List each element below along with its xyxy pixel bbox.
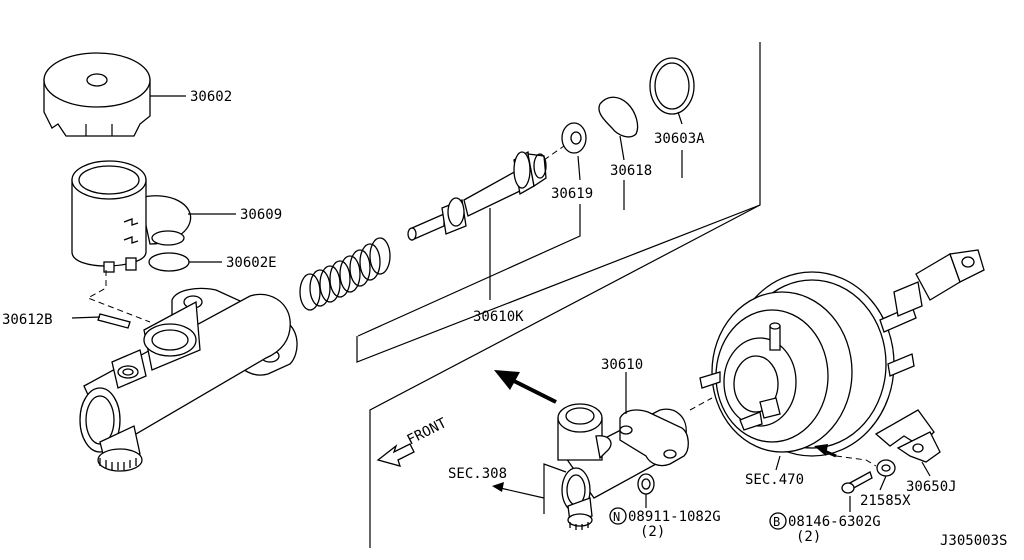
label-30618: 30618: [610, 163, 652, 179]
assembly-line-2: [543, 145, 565, 161]
assembly-line-4: [835, 455, 877, 467]
nut-part-number: 08911-1082G: [628, 509, 721, 525]
reservoir-cap: [43, 52, 151, 137]
front-arrow-icon: [376, 443, 415, 467]
label-sec308: SEC.308: [448, 466, 507, 482]
bolt-callout: B 08146-6302G (2): [769, 512, 881, 545]
leader-30619: [577, 155, 581, 181]
label-30650J: 30650J: [906, 479, 957, 495]
bolt: [841, 471, 873, 494]
label-30602: 30602: [190, 89, 232, 105]
label-30610K: 30610K: [473, 309, 524, 325]
label-21585X: 21585X: [860, 493, 911, 509]
leader-30603A: [677, 111, 683, 125]
panel-frame: [356, 42, 761, 548]
leader-30650J: [921, 461, 931, 477]
leader-30612B: [71, 316, 101, 319]
nut-code: N: [613, 510, 620, 524]
assembly-line-3: [689, 397, 713, 411]
bushing: [876, 459, 896, 477]
assembly-line: [86, 270, 151, 323]
bolt-quantity: (2): [796, 529, 821, 545]
booster-arrow: [814, 444, 837, 458]
label-30602E: 30602E: [226, 255, 277, 271]
direction-arrow: [494, 370, 557, 404]
snap-ring: [649, 57, 695, 115]
label-30610: 30610: [601, 357, 643, 373]
nut-callout: N 08911-1082G (2): [609, 507, 721, 540]
leader-30618: [619, 135, 625, 161]
front-label: FRONT: [405, 415, 450, 449]
bracket-sec308: [543, 463, 567, 514]
figure-id: J305003S: [940, 533, 1007, 549]
reservoir-tank: [71, 160, 192, 273]
piston-assembly: [407, 150, 547, 241]
seal-ring: [598, 96, 639, 138]
roll-pin: [97, 313, 131, 329]
label-30619: 30619: [551, 186, 593, 202]
master-cylinder-installed: [557, 403, 689, 530]
master-cylinder-body: [79, 287, 298, 472]
brake-booster: [699, 249, 985, 457]
nut-quantity: (2): [640, 524, 665, 540]
sec308-arrow: [492, 482, 545, 499]
piston-cup: [561, 122, 587, 154]
label-sec470: SEC.470: [745, 472, 804, 488]
clevis-clip: [874, 409, 941, 463]
leader-sec470: [775, 455, 781, 471]
bolt-part-number: 08146-6302G: [788, 514, 881, 530]
return-spring: [299, 237, 391, 311]
label-30609: 30609: [240, 207, 282, 223]
leader-21585X: [879, 475, 887, 491]
reservoir-seal: [148, 252, 190, 272]
bolt-code: B: [773, 515, 780, 529]
label-30603A: 30603A: [654, 131, 705, 147]
label-30612B: 30612B: [2, 312, 53, 328]
bracket-30619: [357, 204, 581, 337]
